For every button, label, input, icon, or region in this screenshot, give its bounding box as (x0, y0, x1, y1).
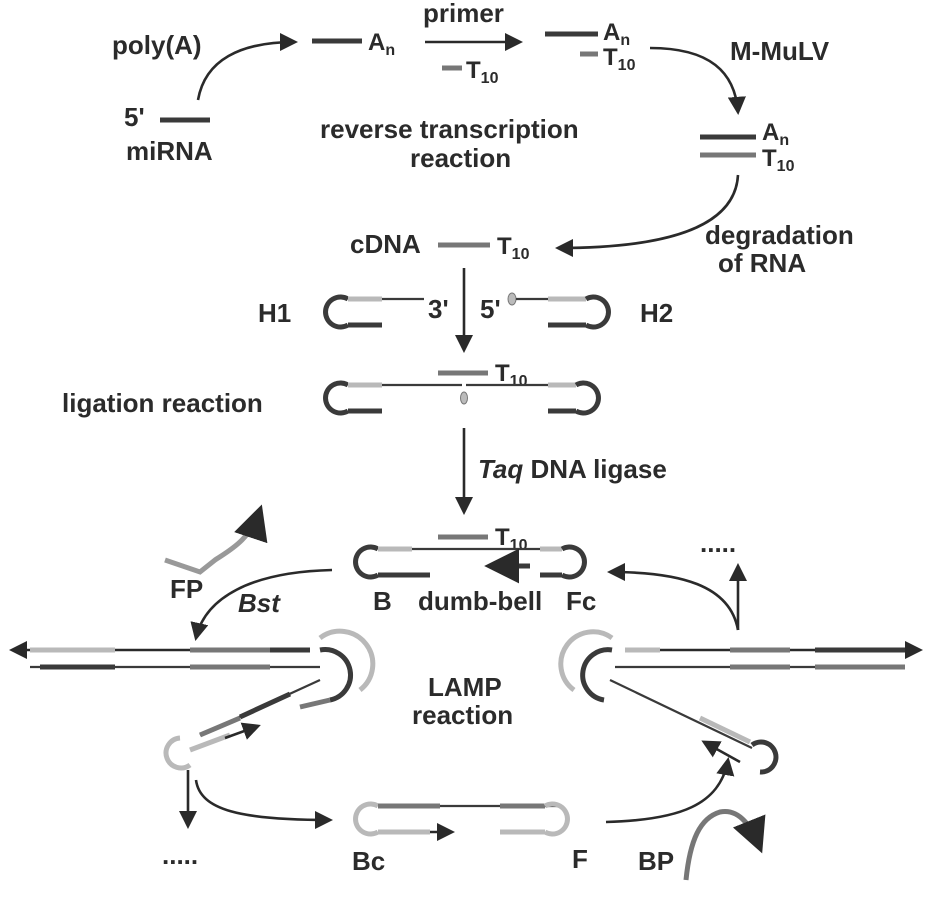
lamp-right-intermediate (558, 629, 924, 775)
h1-label: H1 (258, 298, 291, 328)
primer-label: primer (423, 0, 504, 28)
bp-label: BP (638, 846, 674, 876)
polyadenylation-arrow (196, 32, 299, 101)
hairpin-h2 (507, 292, 611, 330)
three-prime-label: 3' (428, 294, 449, 324)
mirna-label: miRNA (126, 136, 213, 166)
bc-label: Bc (352, 846, 385, 876)
a-n-label-3: An (762, 119, 789, 149)
lamp-label-line2: reaction (412, 700, 513, 730)
five-prime-label: 5' (480, 294, 501, 324)
dumbbell-structure (353, 544, 587, 580)
a-n-label-1: An (368, 29, 395, 59)
fc-label: Fc (566, 586, 596, 616)
dots-top-right: ..... (700, 528, 736, 558)
mirna-five-prime-label: 5' (124, 102, 145, 132)
a-n-label-2: An (603, 19, 630, 49)
degradation-label-line2: of RNA (718, 248, 806, 278)
rt-label-line1: reverse transcription (320, 114, 579, 144)
hairpin-h1 (323, 294, 424, 330)
bottom-dumbbell (353, 801, 570, 842)
rna-degradation-arrow (554, 174, 740, 258)
fp-label: FP (170, 574, 203, 604)
fc-return-arrow (606, 562, 740, 631)
dumbbell-label: dumb-bell (418, 586, 542, 616)
degradation-label-line1: degradation (705, 220, 854, 250)
lamp-label-line1: LAMP (428, 672, 502, 702)
fp-primer (164, 504, 268, 575)
t10-label-cdna: T10 (497, 233, 530, 263)
lamp-left-intermediate (8, 628, 376, 771)
t10-label-heteroduplex: T10 (762, 145, 795, 175)
bp-primer (683, 809, 766, 881)
bp-return-arrow (605, 757, 735, 824)
bst-arrow-left (190, 568, 333, 641)
poly-a-label: poly(A) (112, 30, 202, 60)
m-mulv-arrow (649, 46, 746, 116)
bc-formation-arrow (194, 779, 334, 830)
ligation-reaction-label: ligation reaction (62, 388, 263, 418)
t10-label-annealed: T10 (603, 44, 636, 74)
m-mulv-label: M-MuLV (730, 36, 830, 66)
rt-label-line2: reaction (410, 143, 511, 173)
h2-label: H2 (640, 298, 673, 328)
t10-label-primer: T10 (466, 57, 499, 87)
bst-label: Bst (238, 588, 281, 618)
f-label: F (572, 844, 588, 874)
b-label: B (373, 586, 392, 616)
dots-bottom-left: ..... (162, 840, 198, 870)
taq-dna-ligase-label: Taq DNA ligase (478, 454, 667, 484)
cdna-label: cDNA (350, 229, 421, 259)
ligation-complex (323, 380, 601, 416)
